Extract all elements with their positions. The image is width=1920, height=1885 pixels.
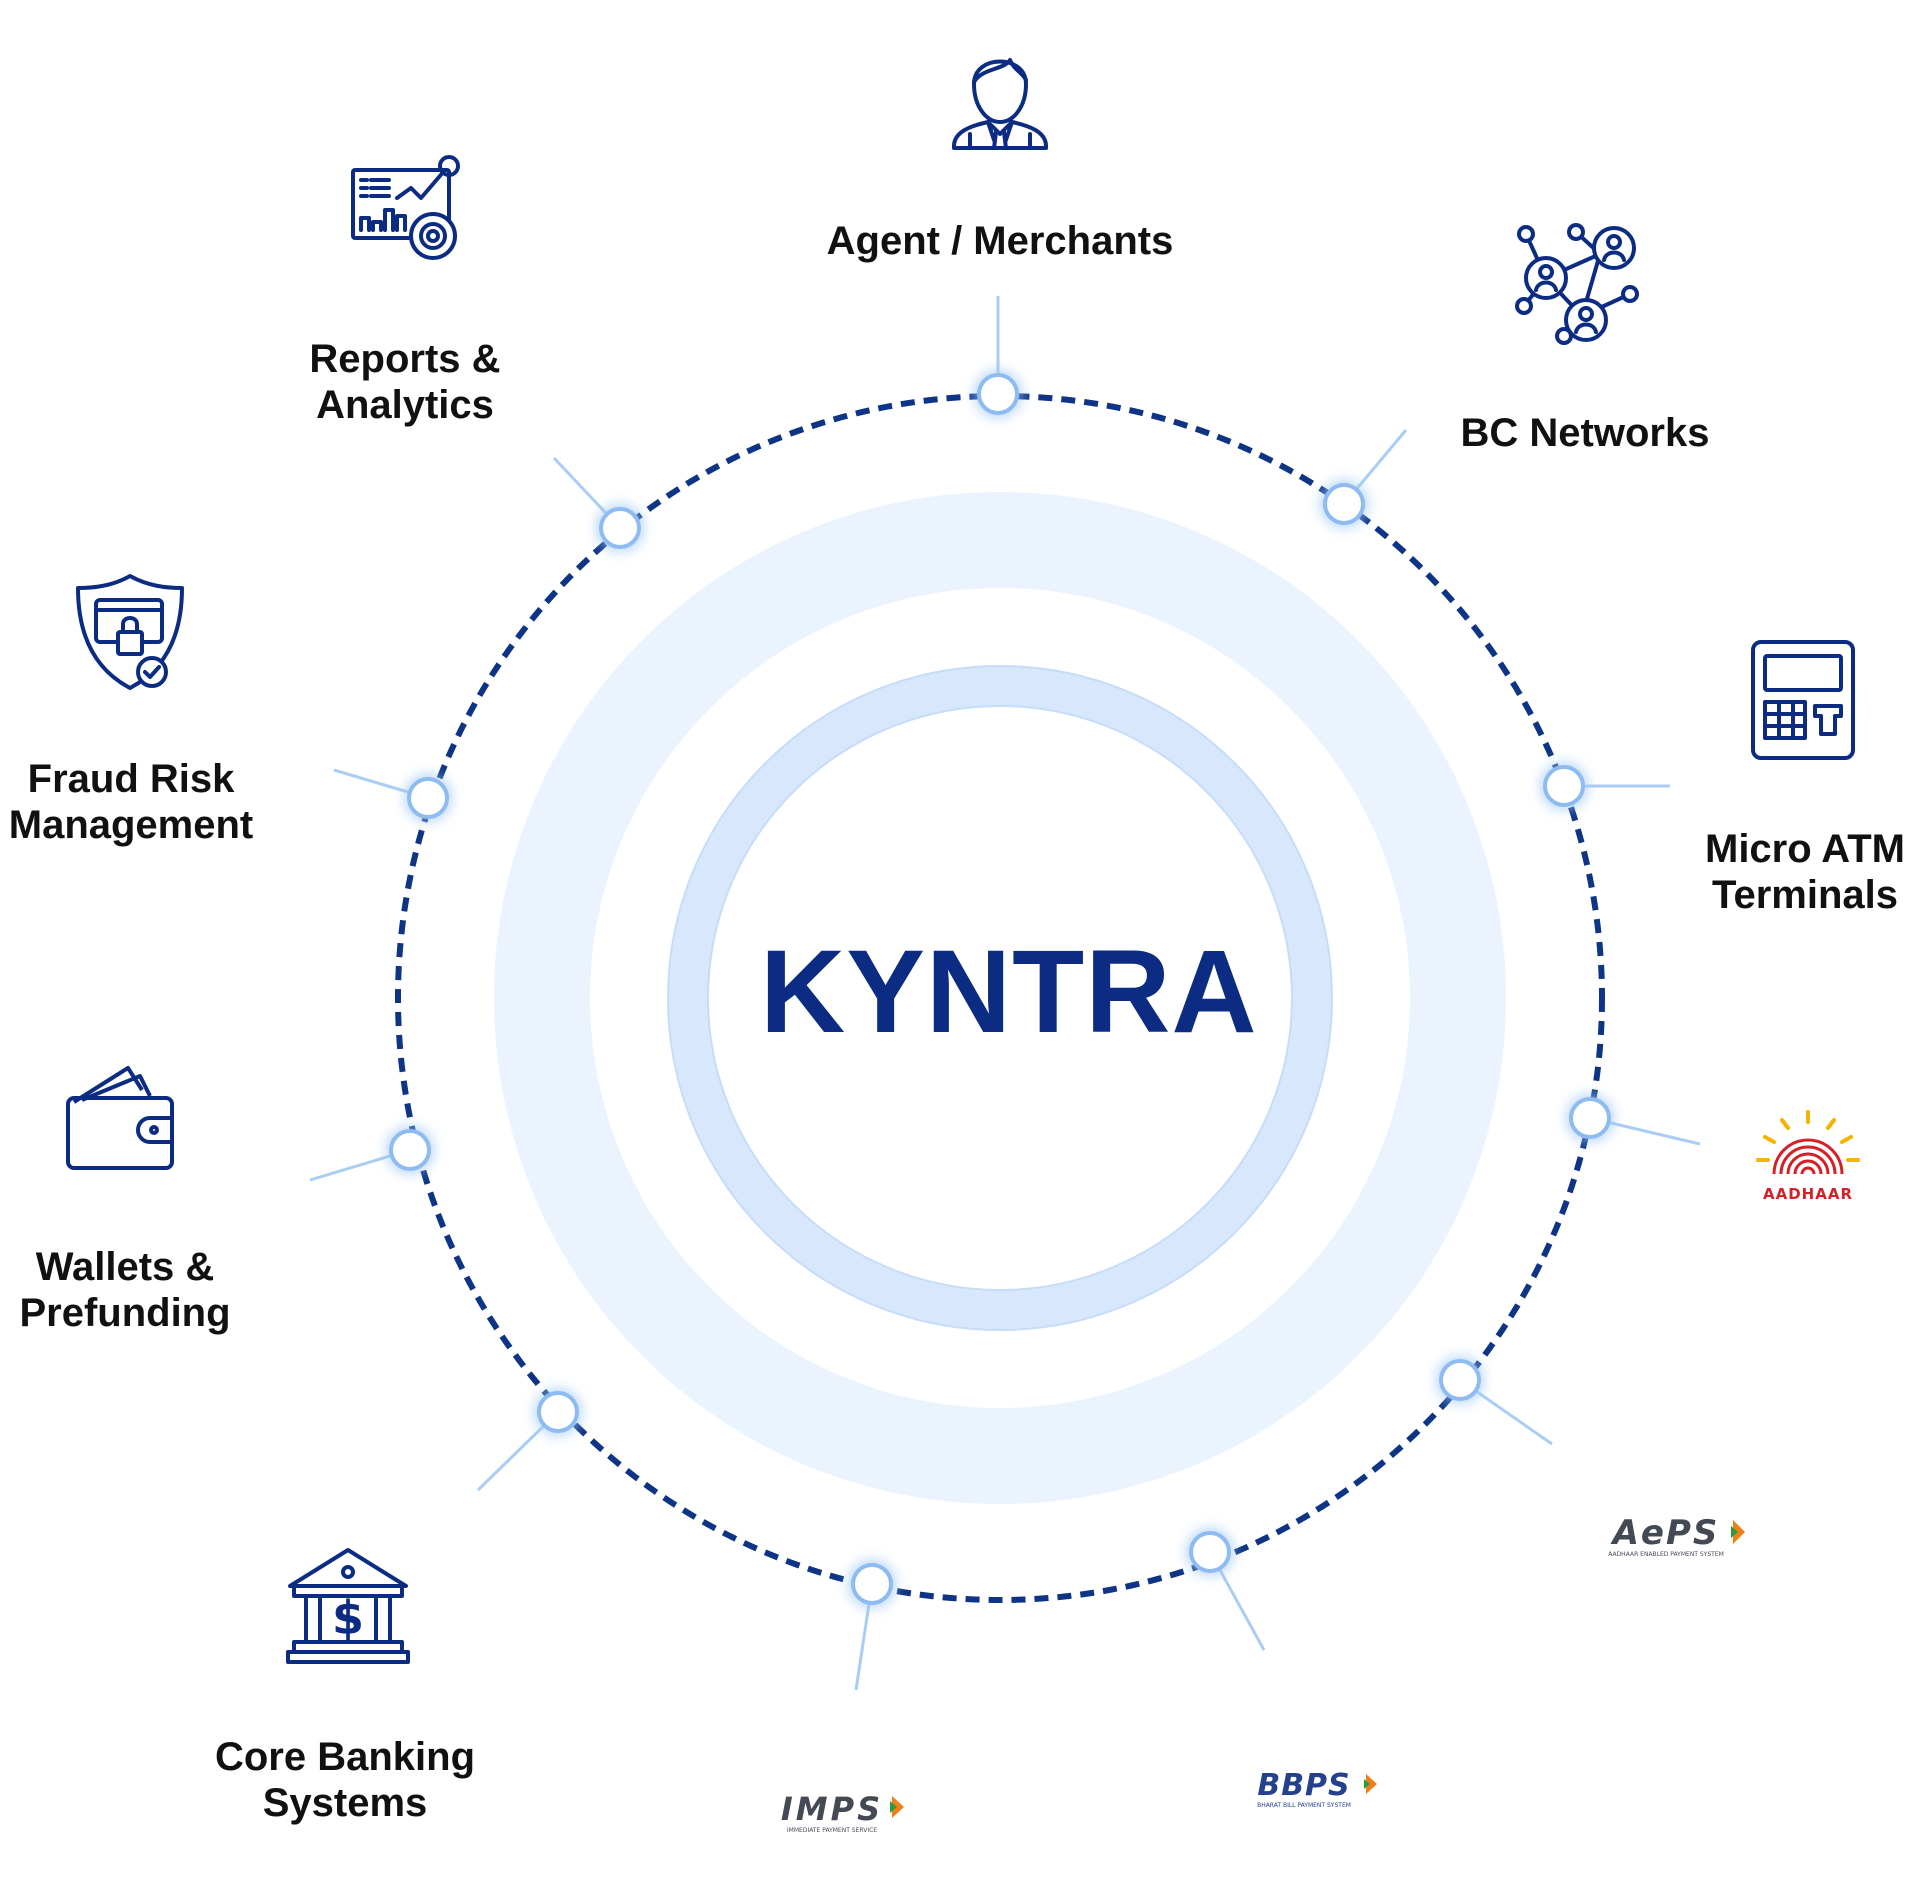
label-line: BC Networks	[1460, 411, 1710, 455]
center-rings	[494, 492, 1506, 1504]
bbps-logo-icon: BBPS BHARAT BILL PAYMENT SYSTEM	[1257, 1768, 1377, 1809]
aeps-flag-mark	[1733, 1520, 1745, 1544]
label-line: Micro ATM	[1705, 827, 1905, 871]
label-line: Prefunding	[19, 1291, 231, 1335]
bbps-logo-subtext: BHARAT BILL PAYMENT SYSTEM	[1257, 1802, 1351, 1809]
aadhaar-logo-icon	[1756, 1110, 1860, 1175]
bank-icon	[286, 1548, 410, 1664]
orbit-nodes	[386, 370, 1614, 1608]
label-line: Terminals	[1712, 873, 1898, 917]
orbit-node-fraud	[407, 777, 449, 819]
network-icon	[1515, 223, 1639, 345]
orbit-node-bbps	[1189, 1531, 1231, 1573]
analytics-icon	[351, 155, 460, 260]
dollar-sign-icon: $	[332, 1591, 364, 1645]
atm-icon	[1751, 640, 1855, 760]
imps-flag-mark-green	[890, 1801, 897, 1813]
label-line: Reports &	[309, 337, 501, 381]
orbit-node-aeps	[1439, 1359, 1481, 1401]
orbit-node-matm	[1543, 765, 1585, 807]
label-wallets-prefunding: Wallets & Prefunding	[0, 1244, 250, 1336]
imps-flag-mark	[892, 1796, 904, 1818]
orbit-node-reports	[599, 507, 641, 549]
label-line: Fraud Risk	[27, 757, 235, 801]
imps-logo-subtext: IMMEDIATE PAYMENT SERVICE	[787, 1827, 877, 1834]
bbps-flag-mark-green	[1364, 1779, 1370, 1789]
orbit-node-agent	[977, 373, 1019, 415]
label-agent-merchants: Agent / Merchants	[790, 218, 1210, 264]
orbit-node-cbs	[537, 1391, 579, 1433]
aeps-flag-mark-green	[1731, 1526, 1738, 1538]
label-line: Wallets &	[35, 1245, 215, 1289]
orbit-node-wallets	[389, 1129, 431, 1171]
inner-ring	[668, 666, 1332, 1330]
center-title: KYNTRA	[760, 926, 1258, 1058]
label-micro-atm-terminals: Micro ATM Terminals	[1660, 826, 1920, 918]
aeps-logo-subtext: AADHAAR ENABLED PAYMENT SYSTEM	[1608, 1551, 1724, 1558]
wallet-icon	[66, 1066, 174, 1170]
label-line: Management	[8, 803, 254, 847]
imps-logo-icon: IMPS IMMEDIATE PAYMENT SERVICE	[781, 1790, 904, 1834]
bbps-logo-text: BBPS	[1257, 1768, 1350, 1803]
aeps-logo-text: AePS	[1610, 1513, 1720, 1553]
label-line: Systems	[262, 1781, 428, 1825]
label-reports-analytics: Reports & Analytics	[270, 336, 540, 428]
label-bc-networks: BC Networks	[1420, 410, 1750, 456]
aadhaar-logo-text: AADHAAR	[1763, 1185, 1853, 1203]
label-fraud-risk-management: Fraud Risk Management	[0, 756, 262, 848]
imps-logo-text: IMPS	[781, 1790, 883, 1828]
orbit-node-imps	[851, 1563, 893, 1605]
outer-halo	[494, 492, 1506, 1504]
person-icon	[952, 58, 1048, 150]
label-line: Analytics	[316, 383, 494, 427]
label-line: Core Banking	[214, 1735, 476, 1779]
shield-lock-icon	[76, 574, 184, 690]
label-line: Agent / Merchants	[826, 219, 1174, 263]
bbps-flag-mark	[1366, 1774, 1377, 1794]
orbit-node-aadhaar	[1569, 1097, 1611, 1139]
orbit-node-bc	[1323, 483, 1365, 525]
label-core-banking-systems: Core Banking Systems	[190, 1734, 500, 1826]
inner-ring-edge-inner	[707, 705, 1293, 1291]
inner-ring-edge-outer	[667, 665, 1333, 1331]
aeps-logo-icon: AePS AADHAAR ENABLED PAYMENT SYSTEM	[1608, 1513, 1745, 1558]
